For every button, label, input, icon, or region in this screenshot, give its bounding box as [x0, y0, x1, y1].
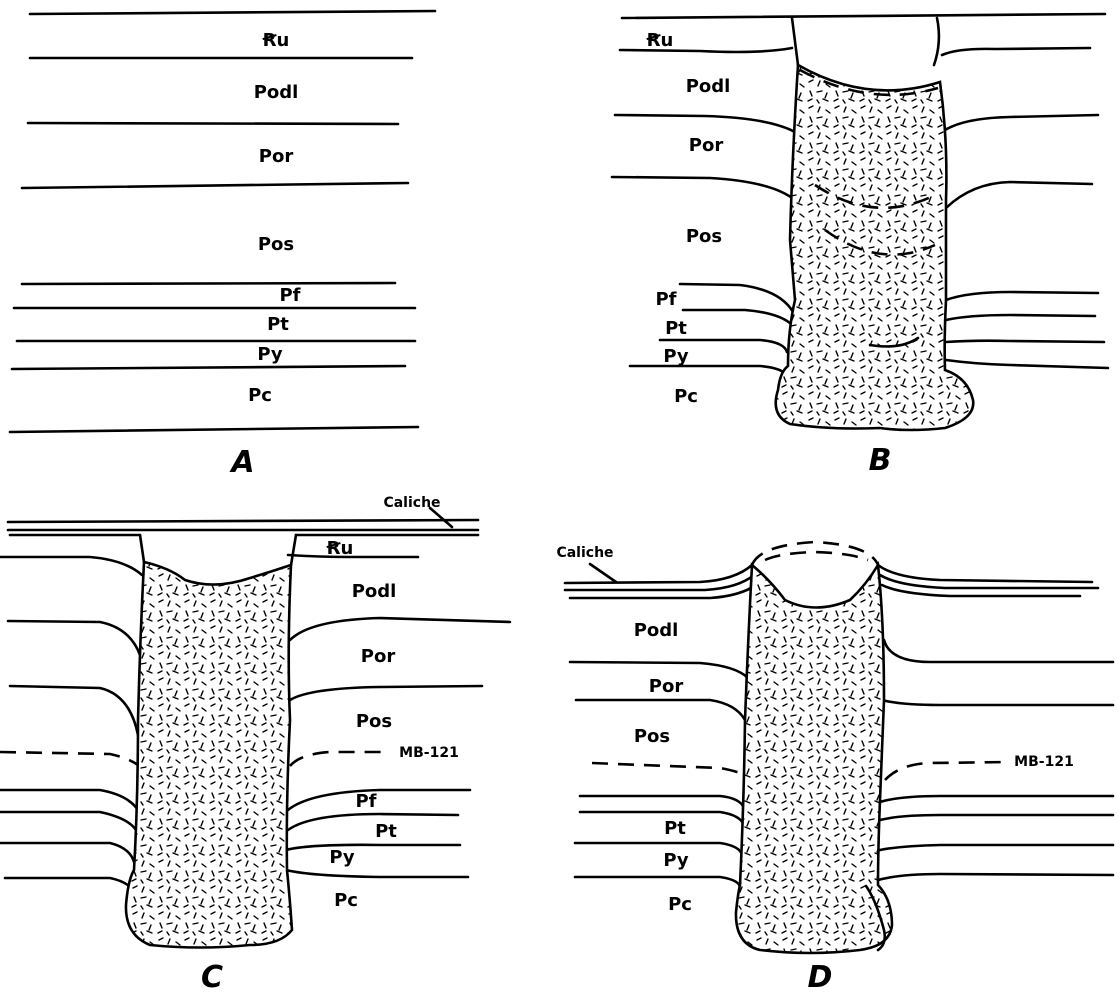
layer-label-pt: Pt [664, 818, 686, 839]
marker-label-mb-121: MB-121 [1014, 754, 1074, 770]
layer-label-pt: Pt [267, 314, 289, 335]
layer-label-py: Py [663, 346, 689, 367]
panel-d: Caliche MB-121 Podl Por [556, 542, 1113, 992]
caliche-label: Caliche [556, 545, 613, 561]
layer-label-py: Py [257, 344, 283, 365]
panel-caption-c: C [201, 960, 223, 992]
layer-label-pos: Pos [258, 234, 294, 255]
layer-label-py: Py [329, 847, 355, 868]
layer-label-ru: Ꞧu [326, 538, 354, 559]
layer-label-pc: Pc [668, 894, 692, 915]
panel-caption-d: D [808, 960, 833, 992]
layer-label-pos: Pos [634, 726, 670, 747]
caliche-label: Caliche [383, 495, 440, 511]
layer-label-pf: Pf [279, 285, 300, 306]
layer-label-pos: Pos [356, 711, 392, 732]
layer-label-pos: Pos [686, 226, 722, 247]
panel-caption-b: B [869, 443, 892, 478]
layer-label-podl: Podl [352, 581, 397, 602]
layer-label-pc: Pc [674, 386, 698, 407]
layer-label-por: Por [361, 646, 396, 667]
layer-label-podl: Podl [254, 82, 299, 103]
layer-label-ru: Ꞧu [262, 30, 290, 51]
panel-c: Caliche MB-121 Ꞧu Podl Por Pos Pf Pt Py … [0, 495, 510, 992]
panel-a: Ꞧu Podl Por Pos Pf Pt Py Pc A [10, 11, 435, 480]
panel-caption-a: A [229, 445, 254, 480]
layer-label-podl: Podl [686, 76, 731, 97]
layer-label-pc: Pc [334, 890, 358, 911]
layer-label-pt: Pt [375, 821, 397, 842]
layer-label-por: Por [259, 146, 294, 167]
layer-label-pc: Pc [248, 385, 272, 406]
layer-label-por: Por [689, 135, 724, 156]
layer-label-pf: Pf [655, 289, 676, 310]
layer-label-pf: Pf [355, 791, 376, 812]
layer-label-podl: Podl [634, 620, 679, 641]
layer-label-py: Py [663, 850, 689, 871]
layer-label-por: Por [649, 676, 684, 697]
layer-label-ru: Ꞧu [646, 30, 674, 51]
layer-label-pt: Pt [665, 318, 687, 339]
panel-b: Ꞧu Podl Por Pos Pf Pt Py Pc B [612, 14, 1108, 478]
marker-label-mb-121: MB-121 [399, 745, 459, 761]
